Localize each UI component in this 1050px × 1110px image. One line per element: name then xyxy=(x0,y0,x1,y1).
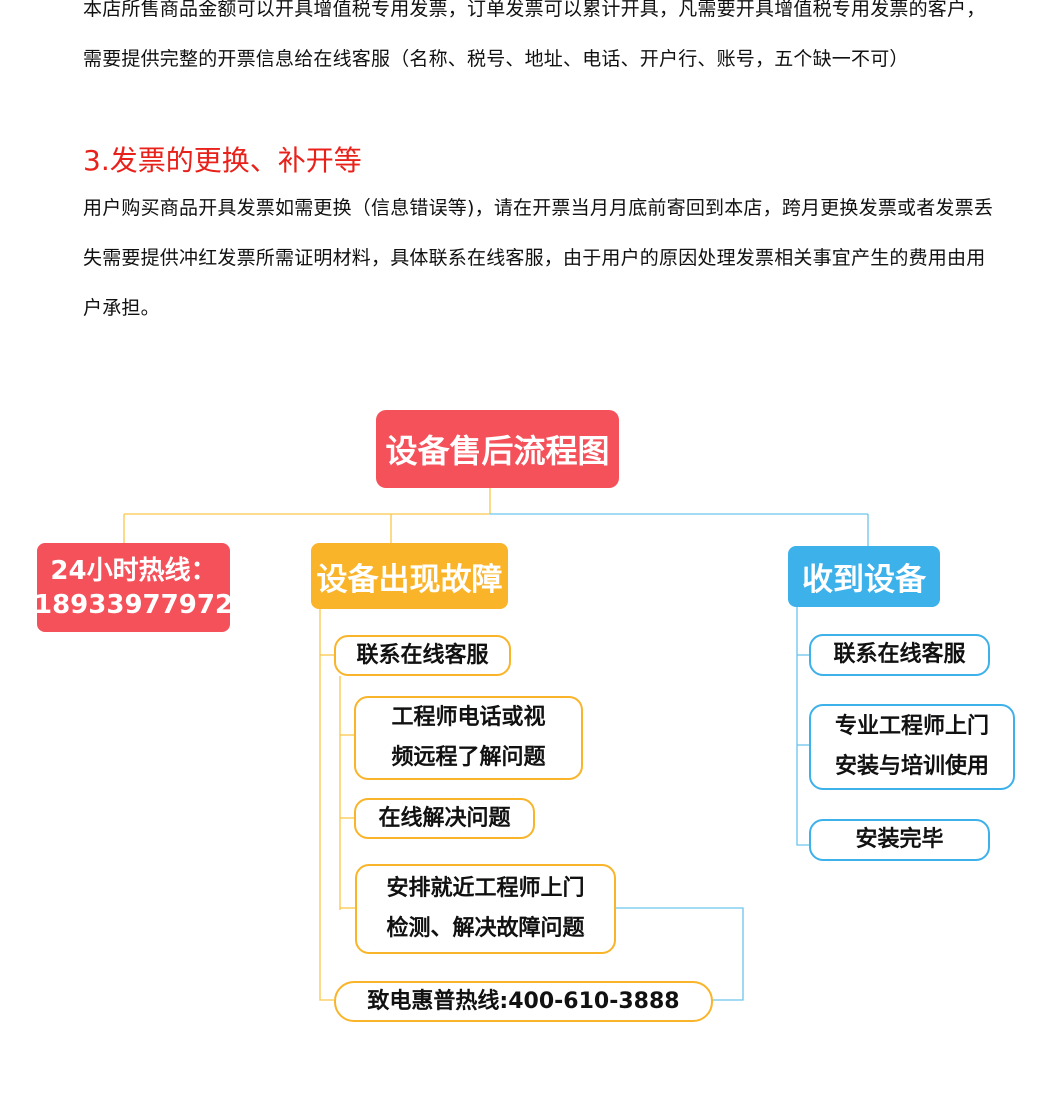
receive-step-install-line2: 安装与培训使用 xyxy=(834,754,989,779)
fault-step-contact: 联系在线客服 xyxy=(334,635,511,676)
invoice-replacement-paragraph: 用户购买商品开具发票如需更换（信息错误等)，请在开票当月月底前寄回到本店，跨月更… xyxy=(83,197,994,319)
receive-step-contact: 联系在线客服 xyxy=(809,634,990,676)
fault-step-remote: 工程师电话或视 频远程了解问题 xyxy=(354,696,583,780)
fault-step-online-solve: 在线解决问题 xyxy=(354,798,535,839)
fault-step-remote-line1: 工程师电话或视 xyxy=(391,705,546,730)
section-heading-invoice-replacement: 3.发票的更换、补开等 xyxy=(83,144,362,177)
hotline-box: 24小时热线： 18933977972 xyxy=(34,543,233,632)
fault-step-onsite: 安排就近工程师上门 检测、解决故障问题 xyxy=(355,864,616,954)
fault-branch-box: 设备出现故障 xyxy=(311,543,508,609)
invoice-paragraph: 本店所售商品金额可以开具增值税专用发票，订单发票可以累计开具，凡需要开具增值税专… xyxy=(83,0,986,70)
fault-step-onsite-line2: 检测、解决故障问题 xyxy=(386,916,585,941)
flowchart-title: 设备售后流程图 xyxy=(376,410,619,488)
receive-branch-box: 收到设备 xyxy=(788,546,940,607)
receive-step-install-line1: 专业工程师上门 xyxy=(834,714,989,739)
receive-step-done: 安装完毕 xyxy=(809,819,990,861)
fault-step-remote-line2: 频远程了解问题 xyxy=(391,745,546,770)
receive-step-install: 专业工程师上门 安装与培训使用 xyxy=(809,704,1015,790)
hotline-label: 24小时热线： xyxy=(50,555,217,586)
hotline-number: 18933977972 xyxy=(34,589,233,620)
fault-step-onsite-line1: 安排就近工程师上门 xyxy=(386,876,585,901)
fault-step-hp-hotline: 致电惠普热线:400-610-3888 xyxy=(334,981,713,1022)
